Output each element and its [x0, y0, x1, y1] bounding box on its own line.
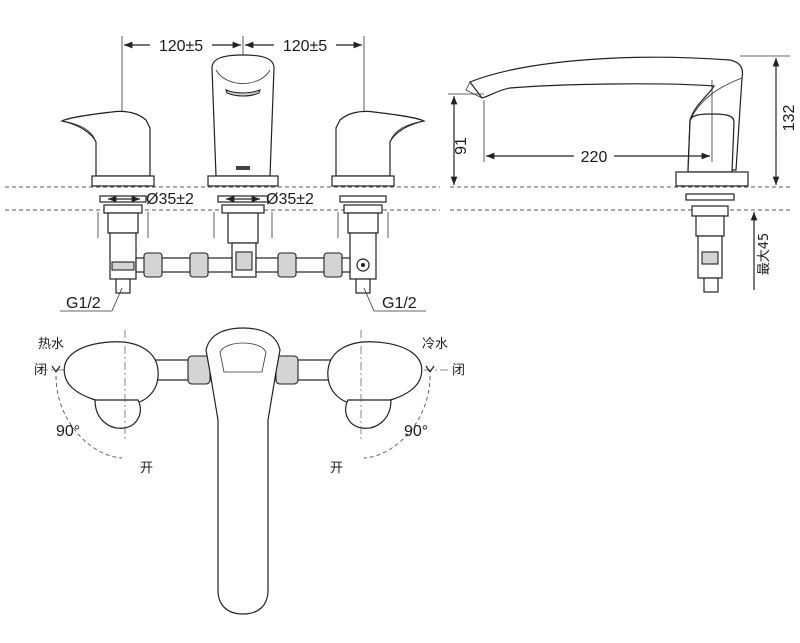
left-shank: [97, 195, 149, 294]
hot-connector: [187, 355, 211, 385]
cold-rotation-arc: [363, 375, 431, 459]
spout-height-label: 91: [453, 137, 470, 155]
cold-handle-top: [327, 330, 423, 440]
max-thickness-label: 最大45: [757, 233, 772, 276]
spout-body-side: [687, 113, 735, 173]
hole-left-label: Ø35±2: [146, 191, 194, 208]
reach-label: 220: [581, 149, 608, 166]
cold-closed-label: 闭: [452, 363, 465, 378]
thread-left-label: G1/2: [66, 295, 101, 312]
right-shank: [337, 195, 389, 294]
left-handle: [60, 110, 155, 187]
hot-water-label: 热水: [38, 337, 64, 352]
thread-left-leader: [60, 287, 123, 312]
thread-right-label: G1/2: [382, 295, 417, 312]
hot-handle-top: [63, 330, 159, 440]
cold-connector: [275, 355, 299, 385]
spacing-right-label: 120±5: [283, 38, 327, 55]
front-view: 120±5 120±5: [5, 35, 440, 312]
side-view: 220 91 132 最大45: [448, 55, 798, 293]
cold-angle-label: 90°: [404, 423, 428, 440]
hot-closed-label: 闭: [34, 363, 47, 378]
hot-open-label: 开: [140, 461, 153, 476]
right-handle: [331, 110, 426, 187]
hole-right-label: Ø35±2: [266, 191, 314, 208]
cold-open-label: 开: [330, 461, 343, 476]
spout-arm: [469, 56, 744, 171]
total-height-label: 132: [781, 105, 798, 132]
cold-water-label: 冷水: [422, 337, 448, 352]
hot-angle-label: 90°: [56, 423, 80, 440]
center-spout-body: [207, 54, 279, 187]
spacing-left-label: 120±5: [159, 38, 203, 55]
spout-top: [205, 327, 281, 615]
connecting-hoses: [135, 252, 351, 278]
hot-rotation-arc: [55, 375, 123, 459]
thread-right-leader: [363, 287, 426, 312]
top-view: 热水 冷水 闭 闭 90° 90° 开 开: [34, 327, 465, 615]
